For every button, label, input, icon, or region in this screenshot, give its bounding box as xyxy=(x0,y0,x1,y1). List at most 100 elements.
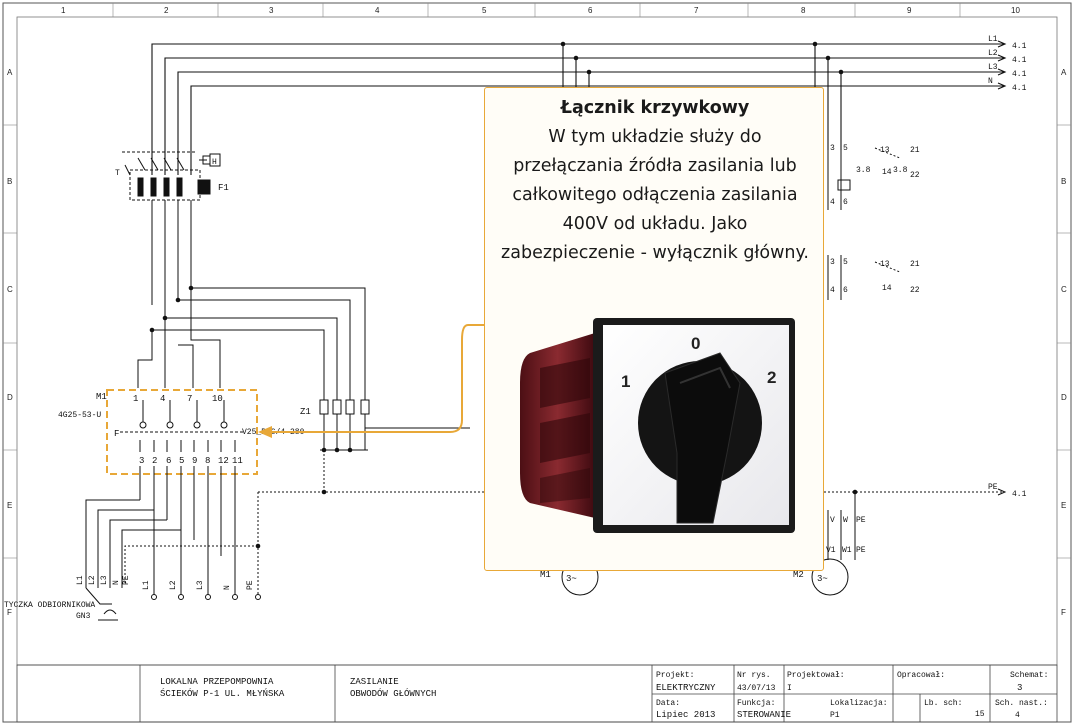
m1-top-terminal: 10 xyxy=(212,394,223,404)
data-value: Lipiec 2013 xyxy=(656,710,715,720)
lokalizacja-label: Lokalizacja: xyxy=(830,699,888,708)
bus-ref-l2: 4.1 xyxy=(1012,56,1027,65)
m1-top-terminal: 7 xyxy=(187,394,192,404)
row-label-c-left: C xyxy=(7,285,13,294)
motor-m1-symbol-label: 3~ xyxy=(566,574,577,584)
socket-pin-label: L1 xyxy=(76,575,85,585)
title-company-line-1: LOKALNA PRZEPOMPOWNIA xyxy=(160,677,274,687)
output-terminal-label: L2 xyxy=(169,580,178,590)
motor-m2-symbol-label: 3~ xyxy=(817,574,828,584)
contact-label: 21 xyxy=(910,146,920,155)
col-label-3: 3 xyxy=(269,6,274,15)
dial-label-0: 0 xyxy=(691,334,700,353)
col-label-10: 10 xyxy=(1011,6,1020,15)
f1-h-box xyxy=(209,153,221,167)
m1-block-label: M1 xyxy=(96,392,107,402)
switch-knob[interactable] xyxy=(638,352,762,524)
m1-bottom-terminal: 9 xyxy=(192,456,197,466)
output-terminal-label: L1 xyxy=(142,580,151,590)
row-label-d-right: D xyxy=(1061,393,1067,402)
contact-label: 3 xyxy=(830,144,835,153)
m1-bottom-terminal: 3 xyxy=(139,456,144,466)
m1-switch-symbol xyxy=(120,400,245,556)
title-company-line-2: ŚCIEKÓW P-1 UL. MŁYŃSKA xyxy=(160,688,285,699)
row-label-a-left: A xyxy=(7,68,13,77)
m1-bottom-terminal: 6 xyxy=(166,456,171,466)
f1-t-label: T xyxy=(115,169,120,178)
bus-label-l1: L1 xyxy=(988,35,998,44)
junction-dots xyxy=(149,285,353,549)
funkcja-value: STEROWANIE xyxy=(737,710,791,720)
f1-h-label: H xyxy=(212,158,217,167)
socket-wiring xyxy=(85,499,236,621)
socket-label: TYCZKA ODBIORNIKOWA xyxy=(4,601,95,610)
row-label-e-right: E xyxy=(1061,501,1066,510)
output-terminal-circles xyxy=(151,594,261,600)
bus-ref-l1: 4.1 xyxy=(1012,42,1027,51)
row-label-b-left: B xyxy=(7,177,12,186)
callout-title: Łącznik krzywkowy xyxy=(560,98,750,118)
row-label-b-right: B xyxy=(1061,177,1066,186)
cam-body xyxy=(520,333,595,518)
bus-ref-n: 4.1 xyxy=(1012,84,1027,93)
m2-terminal: W xyxy=(843,516,848,525)
output-terminal-label: N xyxy=(223,585,232,590)
f1-breaker-symbol xyxy=(122,151,212,318)
contact-label: 22 xyxy=(910,171,920,180)
pe-bus-label: PE xyxy=(988,483,998,492)
projekt-value: ELEKTRYCZNY xyxy=(656,683,716,693)
main-busbars xyxy=(151,40,1007,175)
socket-pin-label: L2 xyxy=(88,575,97,585)
lokalizacja-value: P1 xyxy=(830,711,840,720)
motor-m2-symbol xyxy=(811,147,901,596)
contact-label: 14 xyxy=(882,168,892,177)
callout-connector xyxy=(268,324,484,433)
m1-bottom-terminal: 8 xyxy=(205,456,210,466)
socket-pin-label: PE xyxy=(122,575,131,585)
pe-arrow xyxy=(997,488,1007,496)
title-desc-line-1: ZASILANIE xyxy=(350,677,399,687)
schnast-label: Sch. nast.: xyxy=(995,699,1048,708)
schemat-label: Schemat: xyxy=(1010,671,1048,680)
z1-label: Z1 xyxy=(300,407,311,417)
contact-label: 4 xyxy=(830,286,835,295)
row-label-c-right: C xyxy=(1061,285,1067,294)
col-label-5: 5 xyxy=(482,6,487,15)
contact-ref: 3.8 xyxy=(856,166,871,175)
bus-junction-dots xyxy=(560,41,844,75)
title-block xyxy=(16,664,1058,723)
col-label-8: 8 xyxy=(801,6,806,15)
col-label-2: 2 xyxy=(164,6,169,15)
bus-label-l3: L3 xyxy=(988,63,998,72)
m1-bottom-terminal: 2 xyxy=(152,456,157,466)
m2-terminal: W1 xyxy=(842,546,852,555)
col-label-4: 4 xyxy=(375,6,380,15)
m2-terminal: V1 xyxy=(826,546,836,555)
cam-switch-callout: Łącznik krzywkowy W tym układzie służy d… xyxy=(484,87,824,571)
projektowal-label: Projektował: xyxy=(787,671,845,680)
bus-label-l2: L2 xyxy=(988,49,998,58)
callout-arrowhead xyxy=(258,426,272,438)
distribution-wiring xyxy=(137,287,470,451)
socket-pin-label: N xyxy=(112,580,121,585)
junction-dot xyxy=(852,489,858,495)
pe-bus-ref: 4.1 xyxy=(1012,490,1027,499)
m2-terminal: PE xyxy=(856,546,866,555)
row-label-e-left: E xyxy=(7,501,12,510)
m2-terminal: V xyxy=(830,516,835,525)
funkcja-label: Funkcja: xyxy=(737,699,775,708)
schnast-value: 4 xyxy=(1015,711,1020,720)
cam-switch-image: 0 1 2 xyxy=(520,318,795,533)
m1-bottom-terminal: 5 xyxy=(179,456,184,466)
m1-top-terminal: 1 xyxy=(133,394,138,404)
bus-ref-l3: 4.1 xyxy=(1012,70,1027,79)
contact-label: 13 xyxy=(880,146,890,155)
contact-label: 13 xyxy=(880,260,890,269)
pe-wiring xyxy=(124,450,1005,595)
m1-bottom-terminal: 11 xyxy=(232,456,243,466)
dial-label-2: 2 xyxy=(767,368,776,387)
callout-text: Łącznik krzywkowy W tym układzie służy d… xyxy=(485,94,825,268)
row-label-f-left: F xyxy=(7,608,12,617)
m2-terminal: PE xyxy=(856,516,866,525)
projektowal-value: I xyxy=(787,684,792,693)
